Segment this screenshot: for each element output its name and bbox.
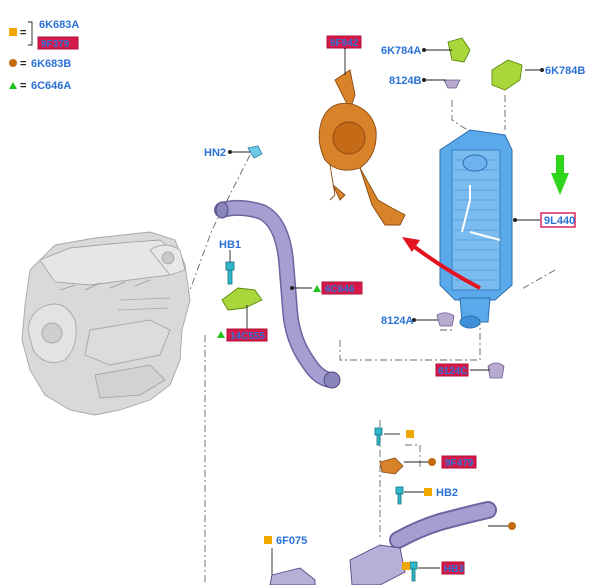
callout-8124b[interactable]: 8124B xyxy=(389,75,421,87)
callout-6c646[interactable]: 6C646 xyxy=(325,284,355,295)
leader-markers xyxy=(217,45,544,570)
triangle-marker-icon xyxy=(9,82,17,89)
callout-box-9l440 xyxy=(540,212,576,228)
callout-hb3[interactable]: HB3 xyxy=(444,564,464,575)
callout-6k784b[interactable]: 6K784B xyxy=(545,65,585,77)
view-arrow-green-head xyxy=(551,173,569,195)
throttle-bracket xyxy=(318,69,406,226)
legend-highlight-box xyxy=(37,36,79,50)
legend-equals-circle: = xyxy=(20,58,26,70)
callout-box-8124c xyxy=(435,363,469,377)
legend-square-code-highlight[interactable]: 9F379 xyxy=(41,39,70,50)
square-marker-icon xyxy=(402,562,410,570)
callout-9f942[interactable]: 9F942 xyxy=(330,38,359,49)
leader-lines xyxy=(229,47,542,575)
legend: = 6K683A 9F379 = 6K683B = 6C646A xyxy=(9,19,79,92)
square-marker-icon xyxy=(9,28,17,36)
hose-clamp-hn2 xyxy=(247,145,263,159)
callout-hn2[interactable]: HN2 xyxy=(204,147,226,159)
legend-equals-square: = xyxy=(20,27,26,39)
bracket-left xyxy=(221,287,263,311)
grommet-8124b xyxy=(443,79,461,89)
callout-9l440[interactable]: 9L440 xyxy=(544,215,575,227)
callout-box-9f942 xyxy=(326,35,362,49)
callout-left-highlight[interactable]: 14C555 xyxy=(230,331,265,342)
triangle-marker-icon xyxy=(313,285,321,292)
bolt-hb1-head xyxy=(225,261,235,271)
part-callouts: 9F942 6K784A 8124B 6K784B HN2 9L440 HB1 … xyxy=(204,35,585,575)
callout-6k784a[interactable]: 6K784A xyxy=(381,45,421,57)
grommets xyxy=(436,79,505,379)
callout-8124c[interactable]: 8124C xyxy=(438,366,467,377)
bolts xyxy=(225,261,418,582)
bracket-9f479 xyxy=(379,457,404,475)
flow-arrow-red xyxy=(410,243,481,290)
callout-8124a[interactable]: 8124A xyxy=(381,315,413,327)
callout-9f479[interactable]: 9F479 xyxy=(445,458,474,469)
square-marker-icon xyxy=(406,430,414,438)
circle-marker-icon xyxy=(9,59,17,67)
lower-pipe-assembly xyxy=(269,457,497,585)
clip-6k784a xyxy=(447,37,471,63)
square-marker-icon xyxy=(424,488,432,496)
callout-6f075[interactable]: 6F075 xyxy=(276,535,307,547)
triangle-marker-icon xyxy=(217,331,225,338)
callout-box-hb3 xyxy=(441,561,465,575)
legend-square-code[interactable]: 6K683A xyxy=(39,19,79,31)
callout-box-left xyxy=(226,328,268,342)
legend-brace xyxy=(28,21,33,46)
bolt-hb1-shank xyxy=(227,269,233,285)
callout-hb2[interactable]: HB2 xyxy=(436,487,458,499)
legend-triangle-code[interactable]: 6C646A xyxy=(31,80,71,92)
callout-hb1[interactable]: HB1 xyxy=(219,239,241,251)
legend-circle-code[interactable]: 6K683B xyxy=(31,58,71,70)
grommet-8124a xyxy=(436,312,455,327)
callout-box-6c646 xyxy=(321,281,363,295)
assembly-centerlines xyxy=(189,95,556,585)
callout-box-9f479 xyxy=(441,455,477,469)
charge-air-pipe xyxy=(214,199,341,389)
circle-marker-icon xyxy=(508,522,516,530)
flow-arrow-red-head xyxy=(402,237,420,252)
grommet-8124c xyxy=(487,362,505,379)
clip-6k784b xyxy=(491,59,523,91)
view-arrow-green-shaft xyxy=(556,155,564,175)
circle-marker-icon xyxy=(428,458,436,466)
engine-block xyxy=(21,231,191,416)
legend-equals-triangle: = xyxy=(20,80,26,92)
square-marker-icon xyxy=(264,536,272,544)
intercooler xyxy=(439,129,513,329)
